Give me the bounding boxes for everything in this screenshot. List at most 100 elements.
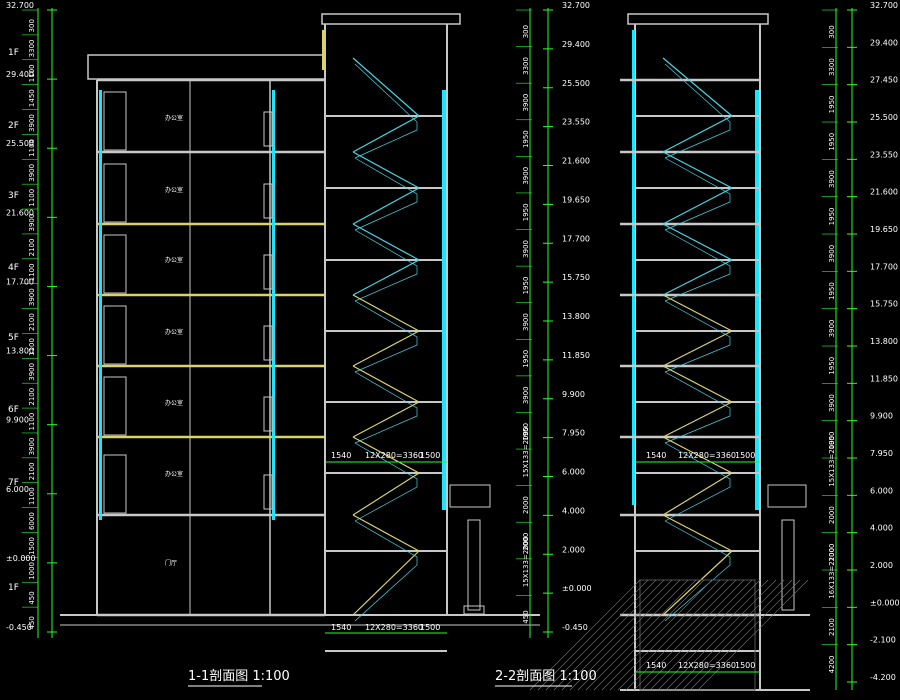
right-dimension-column: 32.70029.40027.45025.50023.55021.60019.6… [822, 1, 900, 690]
dim-value: 3900 [28, 438, 36, 456]
level-value: ±0.000 [870, 598, 900, 607]
window-opening [263, 254, 273, 290]
door-opening [103, 454, 127, 514]
stair-dim-left: 1540 [331, 623, 351, 632]
dim-value: 1950 [522, 130, 530, 148]
level-value: -2.100 [870, 636, 896, 645]
level-value: -4.200 [870, 673, 896, 682]
stair2-stringer [664, 229, 731, 302]
dim-value: 15X133=2000 [522, 536, 530, 587]
glazing-lines [99, 30, 446, 520]
column-base [463, 605, 485, 615]
dim-value: 1950 [828, 133, 836, 151]
hatch-line [593, 579, 705, 691]
dim-value: 1950 [522, 350, 530, 368]
level-value: 4.000 [870, 524, 893, 533]
dim-value: 2100 [28, 239, 36, 257]
stair2-stringer [664, 300, 731, 373]
level-value: 32.700 [870, 1, 898, 10]
roof-parapet [87, 54, 326, 80]
dim-value: 1450 [28, 89, 36, 107]
stair2-flight-down [662, 259, 733, 296]
stair2-flight-up [662, 514, 733, 552]
stair2-glass-left [632, 30, 635, 505]
hatch-line [577, 579, 689, 691]
dim-value: 3300 [522, 57, 530, 75]
stair-flight-up [352, 436, 420, 474]
dim-value: 1100 [28, 64, 36, 82]
dim-value: 3900 [828, 394, 836, 412]
hatch-line [633, 579, 745, 691]
door-opening [103, 91, 127, 151]
level-value: 19.650 [562, 195, 590, 204]
dim-value: 1950 [522, 423, 530, 441]
level-value: 9.900 [562, 390, 585, 399]
window-opening [263, 474, 273, 510]
stair-dimensions-upper: 1540 12X280=3360 1500 [325, 451, 447, 463]
hatch-line [585, 579, 697, 691]
dim-value: 3900 [828, 320, 836, 338]
hatch-line [673, 579, 785, 691]
stair-stringer [354, 442, 418, 522]
stair-top-glass [322, 30, 325, 70]
section-2-title: 2-2剖面图 1:100 [495, 669, 597, 684]
level-value: ±0.000 [562, 584, 592, 593]
floor-label: 1F [8, 48, 19, 58]
stair2-flight-down [662, 550, 733, 616]
dim-value: 1950 [522, 203, 530, 221]
dim-value: 300 [522, 25, 530, 38]
stair2-flight-up [662, 151, 733, 189]
stair-flight-down [352, 550, 420, 616]
stair2-flight-down [662, 472, 733, 516]
stair-flight-down [352, 330, 420, 367]
stair-dim-left: 1540 [646, 451, 666, 460]
hatch-line [625, 579, 737, 691]
dim-value: 3900 [522, 240, 530, 258]
door-opening [103, 163, 127, 223]
dim-value: 3900 [828, 245, 836, 263]
dim-value: 2000 [522, 496, 530, 514]
stair2-stringer [664, 520, 731, 622]
stair-flight-up [352, 514, 420, 552]
stair2-flight-down [662, 401, 733, 438]
section-1-1: 32.70029.40025.50021.60017.70013.8009.90… [6, 1, 592, 687]
level-value: 25.500 [870, 113, 898, 122]
dim-value: 1950 [828, 96, 836, 114]
stair-dim-right: 1500 [420, 451, 440, 460]
dim-value: 16X133=2100 [828, 548, 836, 599]
dim-value: 2100 [28, 313, 36, 331]
dim-value: 2100 [28, 388, 36, 406]
stair-flight-down [352, 401, 420, 438]
stair-flight-up [352, 365, 420, 403]
stair-flights-2 [662, 57, 733, 622]
level-value: 21.600 [870, 188, 898, 197]
dim-value: 3900 [828, 170, 836, 188]
floor-label: 3F [8, 191, 19, 201]
stair2-dimensions-upper: 1540 12X280=3360 1500 [635, 451, 760, 463]
entrance-canopy [449, 484, 491, 508]
door-opening [103, 234, 127, 294]
dim-value: 3900 [522, 313, 530, 331]
floor-label: 7F [8, 478, 19, 488]
dim-value: 2000 [828, 506, 836, 524]
level-value: 6.000 [870, 486, 893, 495]
level-value: 17.700 [870, 262, 898, 271]
inner-glass-strip [272, 90, 275, 520]
stair2-flight-up [662, 436, 733, 474]
hatch-line [545, 579, 657, 691]
stair2-flight-up [662, 57, 733, 117]
hatch-line [657, 579, 769, 691]
dim-value: 3900 [28, 214, 36, 232]
stair-tower-top [321, 13, 461, 25]
level-value: 25.500 [562, 79, 590, 88]
level-value: 6.000 [6, 485, 29, 494]
room-label: 办公室 [165, 256, 183, 264]
hatch-line [537, 579, 649, 691]
level-value: 4.000 [562, 506, 585, 515]
stair-dimensions-lower: 1540 12X280=3360 1500 [325, 623, 447, 634]
hatch-line [529, 579, 641, 691]
stair2-flight-up [662, 294, 733, 332]
room-label: 办公室 [165, 114, 183, 122]
hatch-line [649, 579, 761, 691]
level-value: 32.700 [562, 1, 590, 10]
